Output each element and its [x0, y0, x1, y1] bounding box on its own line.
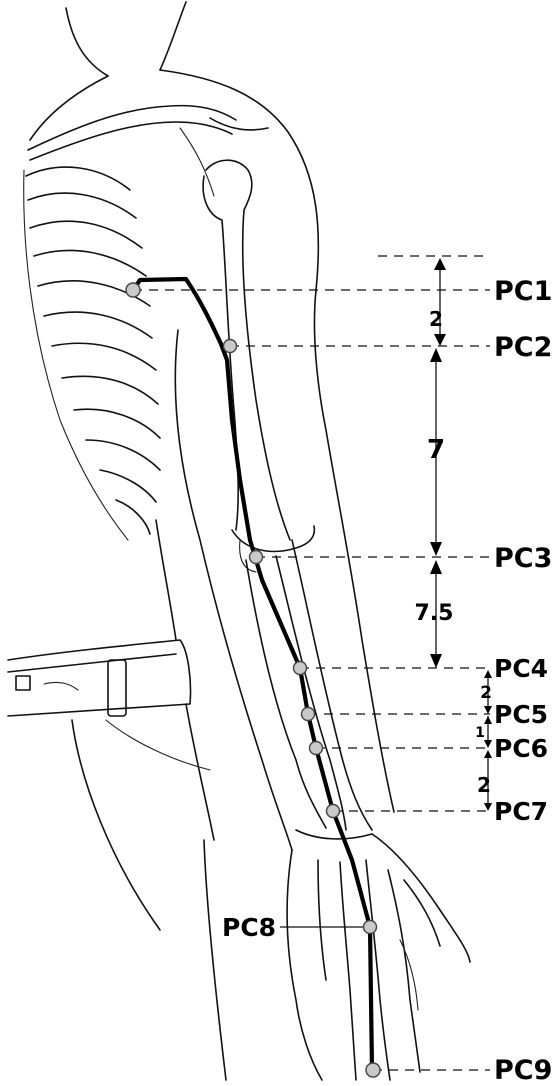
measure-pc2-pc3: 7 [427, 435, 445, 465]
label-pc4: PC4 [494, 654, 548, 683]
acupoint-pc6 [310, 742, 323, 755]
measure-pc3-pc4: 7.5 [415, 601, 454, 626]
acupoint-pc5 [302, 708, 315, 721]
acupoints [126, 283, 380, 1077]
label-pc1: PC1 [494, 276, 552, 307]
meridian-line [133, 279, 372, 1070]
hand [287, 834, 470, 1080]
measurement-labels: 2 7 7.5 2 1 2 [415, 307, 492, 797]
label-pc3: PC3 [494, 543, 552, 574]
measure-pc4-pc5: 2 [480, 683, 492, 703]
label-pc8: PC8 [222, 913, 276, 942]
measure-pc6-pc7: 2 [477, 773, 491, 797]
acupoint-pc9 [366, 1063, 380, 1077]
acupoint-pc4 [294, 662, 307, 675]
measure-pc1-pc2: 2 [429, 307, 443, 331]
ribcage [24, 167, 160, 540]
acupoint-pc8 [364, 921, 377, 934]
acupoint-pc1 [126, 283, 140, 297]
measure-pc5-pc6: 1 [475, 725, 485, 741]
label-pc6: PC6 [494, 734, 548, 763]
label-pc5: PC5 [494, 700, 548, 729]
label-pc9: PC9 [494, 1055, 552, 1086]
acupoint-pc2 [224, 340, 237, 353]
label-pc7: PC7 [494, 797, 548, 826]
label-pc2: PC2 [494, 332, 552, 363]
acupoint-pc3 [250, 551, 263, 564]
belt [8, 640, 191, 716]
acupoint-pc7 [327, 805, 340, 818]
